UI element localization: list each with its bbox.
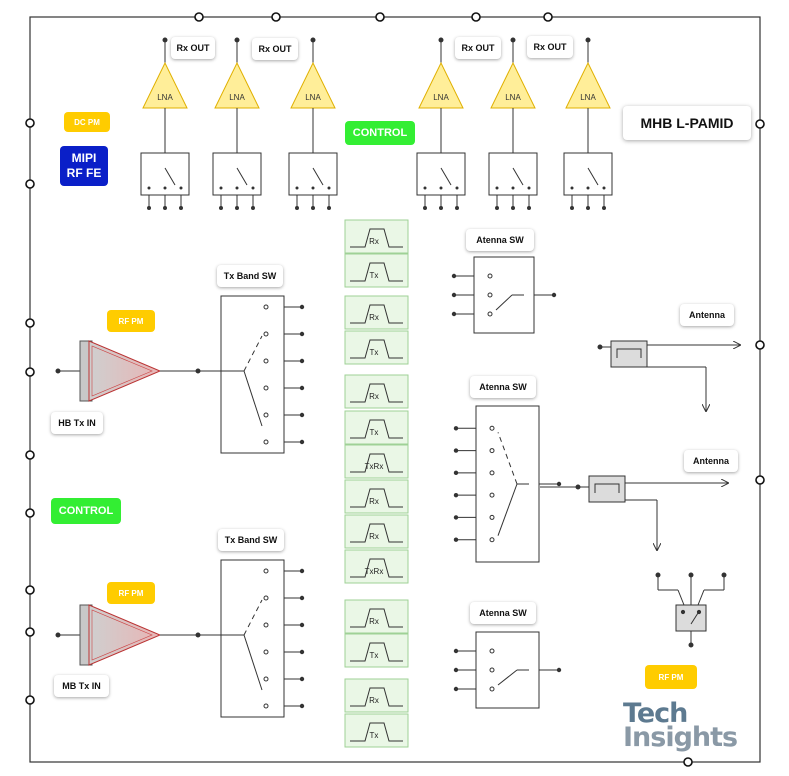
filter-7: TxRx bbox=[344, 444, 409, 479]
antenna-switch-top bbox=[451, 256, 557, 334]
hb-tx-in-label: HB Tx IN bbox=[51, 412, 103, 434]
lna-chains: LNA LNA LNA LNA LNA LNA bbox=[140, 37, 613, 210]
rf-pm-badge-mb: RF PM bbox=[107, 582, 155, 604]
antenna-sw-label-bot: Atenna SW bbox=[470, 602, 536, 624]
lna-chain-3: LNA bbox=[288, 37, 338, 210]
lna-label: LNA bbox=[505, 93, 521, 102]
lna-chain-5: LNA bbox=[488, 37, 538, 210]
filter-13: Rx bbox=[344, 678, 409, 713]
antenna-sw-label-mid: Atenna SW bbox=[470, 376, 536, 398]
lna-label: LNA bbox=[157, 93, 173, 102]
filter-6: Tx bbox=[344, 410, 409, 445]
antenna-switch-mid bbox=[453, 405, 562, 563]
small-switch bbox=[655, 572, 727, 648]
filter-label: Tx bbox=[370, 731, 379, 740]
rx-out-label-2: Rx OUT bbox=[252, 38, 298, 60]
filter-11: Rx bbox=[344, 599, 409, 634]
chip-outline bbox=[29, 16, 761, 763]
coupler-mid bbox=[540, 475, 728, 550]
filter-label: Rx bbox=[369, 497, 379, 506]
filter-1: Rx bbox=[344, 219, 409, 254]
lna-label: LNA bbox=[305, 93, 321, 102]
filter-10: TxRx bbox=[344, 549, 409, 584]
filter-label: Rx bbox=[369, 392, 379, 401]
rf-pm-badge-ant: RF PM bbox=[645, 665, 697, 689]
dc-pm-badge: DC PM bbox=[64, 112, 110, 132]
lna-chain-4: LNA bbox=[416, 37, 466, 210]
filter-label: Tx bbox=[370, 348, 379, 357]
rx-out-label-4: Rx OUT bbox=[527, 36, 573, 58]
filter-label: Rx bbox=[369, 532, 379, 541]
control-block-top: CONTROL bbox=[345, 121, 415, 145]
rf-pm-badge-hb: RF PM bbox=[107, 310, 155, 332]
filter-label: TxRx bbox=[365, 567, 384, 576]
filter-2: Tx bbox=[344, 253, 409, 288]
logo-tech: Tech bbox=[623, 698, 688, 729]
mipi-rffe-block: MIPI RF FE bbox=[60, 146, 108, 186]
logo-insights: Insights bbox=[623, 722, 738, 753]
mipi-line2: RF FE bbox=[66, 166, 102, 180]
pa-chain-hb bbox=[55, 340, 221, 402]
chip-title: MHB L-PAMID bbox=[623, 106, 751, 140]
mb-tx-in-label: MB Tx IN bbox=[54, 675, 109, 697]
mipi-line1: MIPI bbox=[71, 151, 97, 165]
tx-band-switch-mb bbox=[220, 559, 305, 718]
antenna-switch-bot bbox=[453, 631, 562, 709]
frame-pins bbox=[25, 12, 765, 767]
filter-4: Tx bbox=[344, 330, 409, 365]
filter-label: Rx bbox=[369, 696, 379, 705]
filter-label: Rx bbox=[369, 237, 379, 246]
rx-out-label-1: Rx OUT bbox=[171, 37, 215, 59]
filter-8: Rx bbox=[344, 479, 409, 514]
coupler-top bbox=[597, 340, 740, 411]
filter-3: Rx bbox=[344, 295, 409, 330]
filter-label: TxRx bbox=[365, 462, 384, 471]
antenna-label-mid: Antenna bbox=[684, 450, 738, 472]
tx-band-switch-hb bbox=[220, 295, 305, 454]
filter-label: Tx bbox=[370, 651, 379, 660]
filter-label: Rx bbox=[369, 313, 379, 322]
lna-label: LNA bbox=[433, 93, 449, 102]
tx-band-sw-label-mb: Tx Band SW bbox=[218, 529, 284, 551]
tx-band-sw-label-hb: Tx Band SW bbox=[217, 265, 283, 287]
antenna-sw-label-top: Atenna SW bbox=[466, 229, 534, 251]
rx-out-label-3: Rx OUT bbox=[455, 37, 501, 59]
filter-label: Tx bbox=[370, 428, 379, 437]
filter-9: Rx bbox=[344, 514, 409, 549]
filter-14: Tx bbox=[344, 713, 409, 748]
filter-label: Tx bbox=[370, 271, 379, 280]
lna-label: LNA bbox=[229, 93, 245, 102]
pa-chain-mb bbox=[55, 604, 221, 666]
lna-chain-6: LNA bbox=[563, 37, 613, 210]
antenna-label-top: Antenna bbox=[680, 304, 734, 326]
control-block-left: CONTROL bbox=[51, 498, 121, 524]
lna-label: LNA bbox=[580, 93, 596, 102]
filter-label: Rx bbox=[369, 617, 379, 626]
filter-5: Rx bbox=[344, 374, 409, 409]
filter-12: Tx bbox=[344, 633, 409, 668]
lna-chain-2: LNA bbox=[212, 37, 262, 210]
lna-chain-1: LNA bbox=[140, 37, 190, 210]
